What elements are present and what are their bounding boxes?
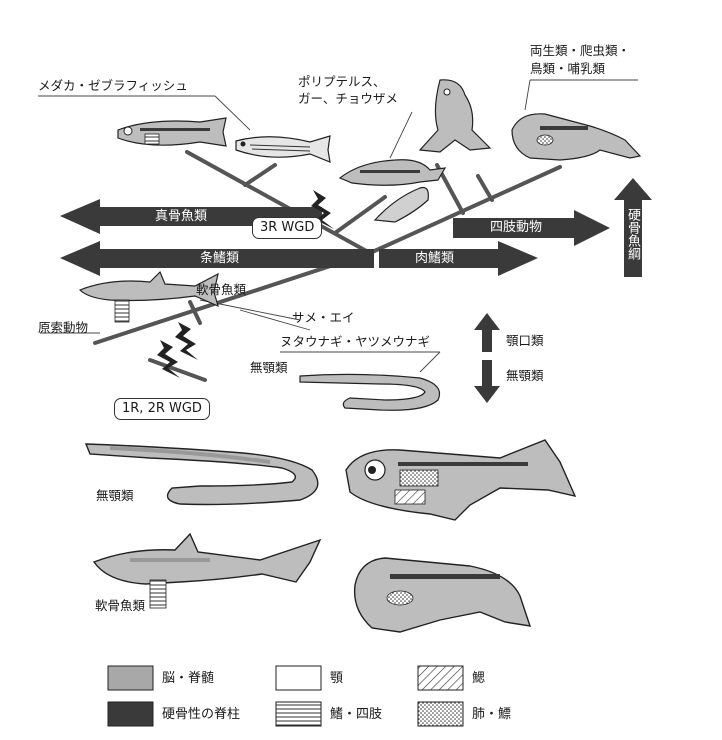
label-tetrapod-groups: 両生類・爬虫類・ 鳥類・哺乳類 [530, 43, 631, 77]
legend-label-lung: 肺・鰾 [472, 707, 512, 722]
legend-label-spine: 硬骨性の脊柱 [162, 707, 241, 722]
label-basal-actinopterygians: ポリプテルス、 ガー、チョウザメ [298, 74, 398, 106]
legend-swatch-gill [417, 665, 464, 691]
arrow-sarcopterygii [379, 241, 538, 276]
label-teleost-models: メダカ・ゼブラフィッシュ [38, 78, 188, 93]
legend-label-brain: 脳・脊髄 [162, 671, 215, 686]
label-actinopterygii: 条鰭類 [200, 251, 240, 266]
legend-swatch-brain [107, 665, 154, 691]
label-gnathostomata: 顎口類 [506, 333, 544, 348]
label-chondrichthyes-bottom: 軟骨魚類 [95, 598, 146, 613]
label-sharks-rays: サメ・エイ [292, 310, 355, 325]
legend-swatch-spine [107, 701, 154, 727]
legend-label-jaw: 顎 [330, 671, 344, 686]
legend-label-fin: 鰭・四肢 [330, 707, 383, 722]
label-agnatha-small: 無顎類 [250, 360, 288, 375]
arrow-down-agnatha [474, 360, 500, 403]
legend-swatch-jaw [275, 665, 322, 691]
shark-large-icon [92, 532, 322, 609]
label-agnatha-bottom: 無顎類 [96, 488, 134, 503]
arrow-up-gnathostomata [474, 313, 500, 352]
gar-fish-icon [338, 159, 447, 186]
hagfish-large-icon [84, 443, 319, 506]
label-hagfish-lamprey: ヌタウナギ・ヤツメウナギ [280, 334, 431, 349]
zebrafish-icon [235, 135, 331, 163]
label-3r-wgd: 3R WGD [252, 217, 323, 240]
arrow-actinopterygii [60, 241, 374, 276]
arrow-osteichthyes [614, 178, 652, 277]
lightning-1r-icon [157, 340, 180, 378]
shark-small-icon [78, 270, 219, 323]
label-tetrapoda: 四肢動物 [490, 220, 543, 235]
legend-swatch-lung [417, 701, 464, 727]
label-agnatha-side: 無顎類 [506, 368, 544, 383]
arrow-tetrapods [453, 210, 610, 246]
label-osteichthyes: 硬骨魚綱 [625, 208, 640, 260]
label-sarcopterygii: 肉鰭類 [415, 251, 455, 266]
label-protochordates: 原索動物 [38, 320, 89, 335]
label-teleosts: 真骨魚類 [155, 209, 208, 224]
sturgeon-icon [373, 186, 429, 223]
frog-icon [418, 79, 492, 153]
mammal-icon [511, 113, 642, 161]
lightning-2r-icon [175, 322, 198, 360]
label-chondrichthyes: 軟骨魚類 [196, 282, 247, 297]
mammal-large-icon [353, 557, 532, 633]
label-1r-2r-wgd: 1R, 2R WGD [114, 398, 210, 421]
legend-label-gill: 鰓 [472, 671, 486, 686]
medaka-fish-icon [117, 117, 227, 147]
legend-swatch-fin [275, 701, 322, 727]
lightning-3r-icon [311, 190, 334, 229]
teleost-large-icon [345, 439, 577, 521]
lamprey-small-icon [299, 373, 441, 411]
